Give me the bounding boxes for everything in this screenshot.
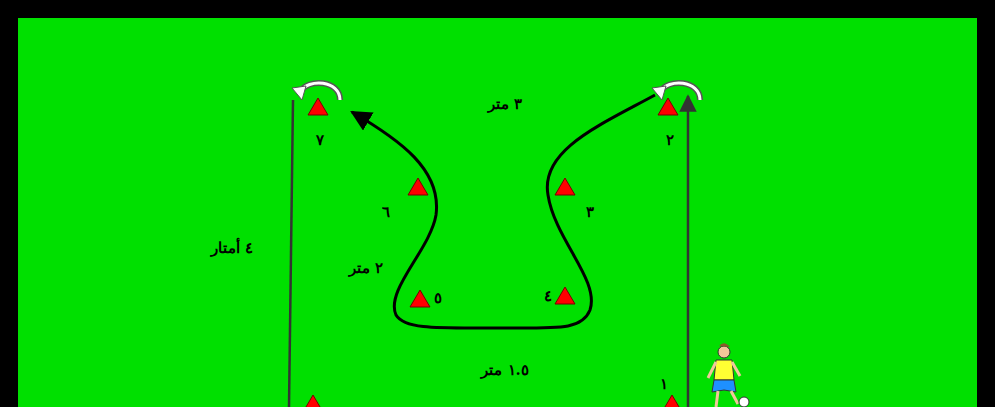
turn-arrow [292,83,340,100]
dimension-label: ٤ أمتار [211,241,253,256]
run-line [687,96,690,407]
run-line [289,100,293,407]
player-figure [708,343,749,407]
cone-number: ٦ [382,205,390,220]
cone [303,98,682,407]
dimension-label: ٢ متر [349,261,383,276]
dimension-label: ٣ متر [488,97,522,112]
cone-number: ٧ [316,133,324,148]
cone-number: ٢ [666,133,674,148]
dimension-label: ١.٥ متر [481,363,528,378]
cone-number: ١ [660,377,668,392]
cone-number: ٣ [586,205,594,220]
dribble-path [352,95,655,328]
cone-number: ٤ [544,289,552,304]
pitch [18,18,977,407]
cone-number: ٥ [434,291,442,306]
turn-arrow [652,83,700,100]
